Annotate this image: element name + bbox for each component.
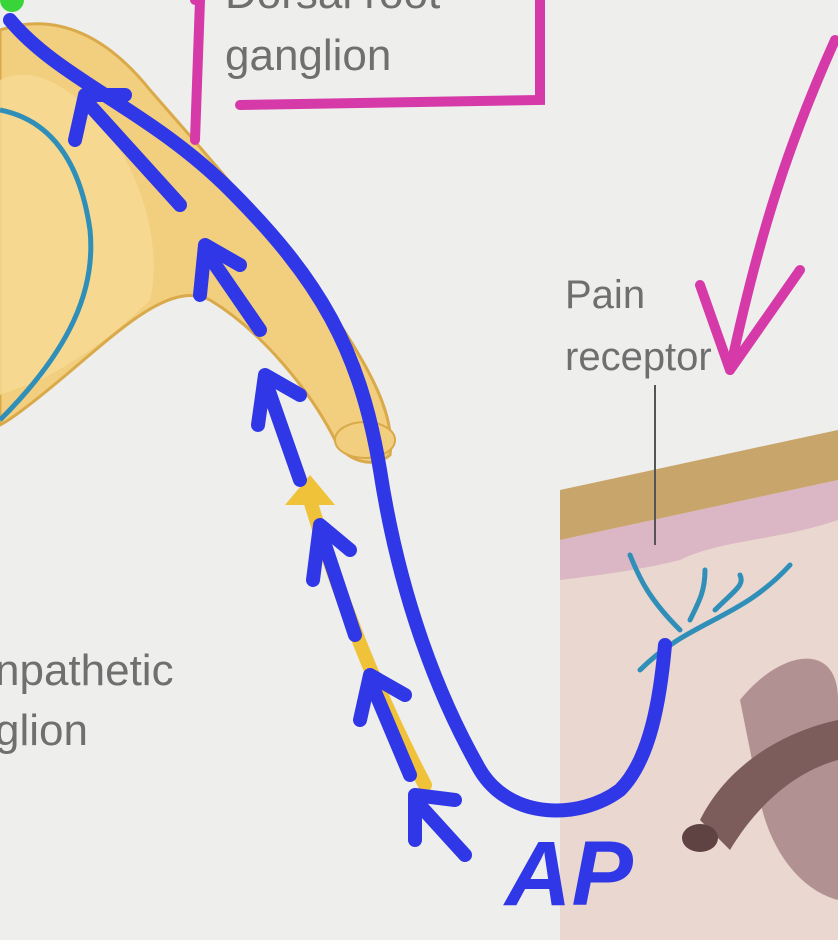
arrow-up-icon bbox=[68, 88, 187, 212]
neuron-fiber bbox=[0, 107, 94, 422]
dorsal-root-label-bottom: ganglion bbox=[225, 31, 391, 80]
sympathetic-label-line1: npathetic bbox=[0, 646, 174, 695]
signal-arrows bbox=[68, 88, 472, 862]
action-potential-label: AP bbox=[503, 823, 633, 925]
arrow-up-icon bbox=[306, 518, 362, 642]
arrow-up-icon bbox=[251, 368, 307, 487]
sympathetic-label-line2: glion bbox=[0, 706, 88, 755]
action-potential-path bbox=[3, 13, 672, 818]
dorsal-root-annotation bbox=[190, 0, 545, 145]
arrow-up-icon bbox=[193, 238, 267, 337]
pain-receptor-pointer-arrow bbox=[695, 35, 838, 375]
green-marker bbox=[0, 0, 24, 12]
dorsal-root-label-top: Dorsal root bbox=[225, 0, 440, 18]
pain-receptor-label-line1: Pain bbox=[565, 273, 645, 317]
arrow-up-icon bbox=[353, 668, 417, 782]
arrow-up-icon bbox=[408, 788, 472, 862]
pain-receptor-label-line2: receptor bbox=[565, 335, 712, 379]
